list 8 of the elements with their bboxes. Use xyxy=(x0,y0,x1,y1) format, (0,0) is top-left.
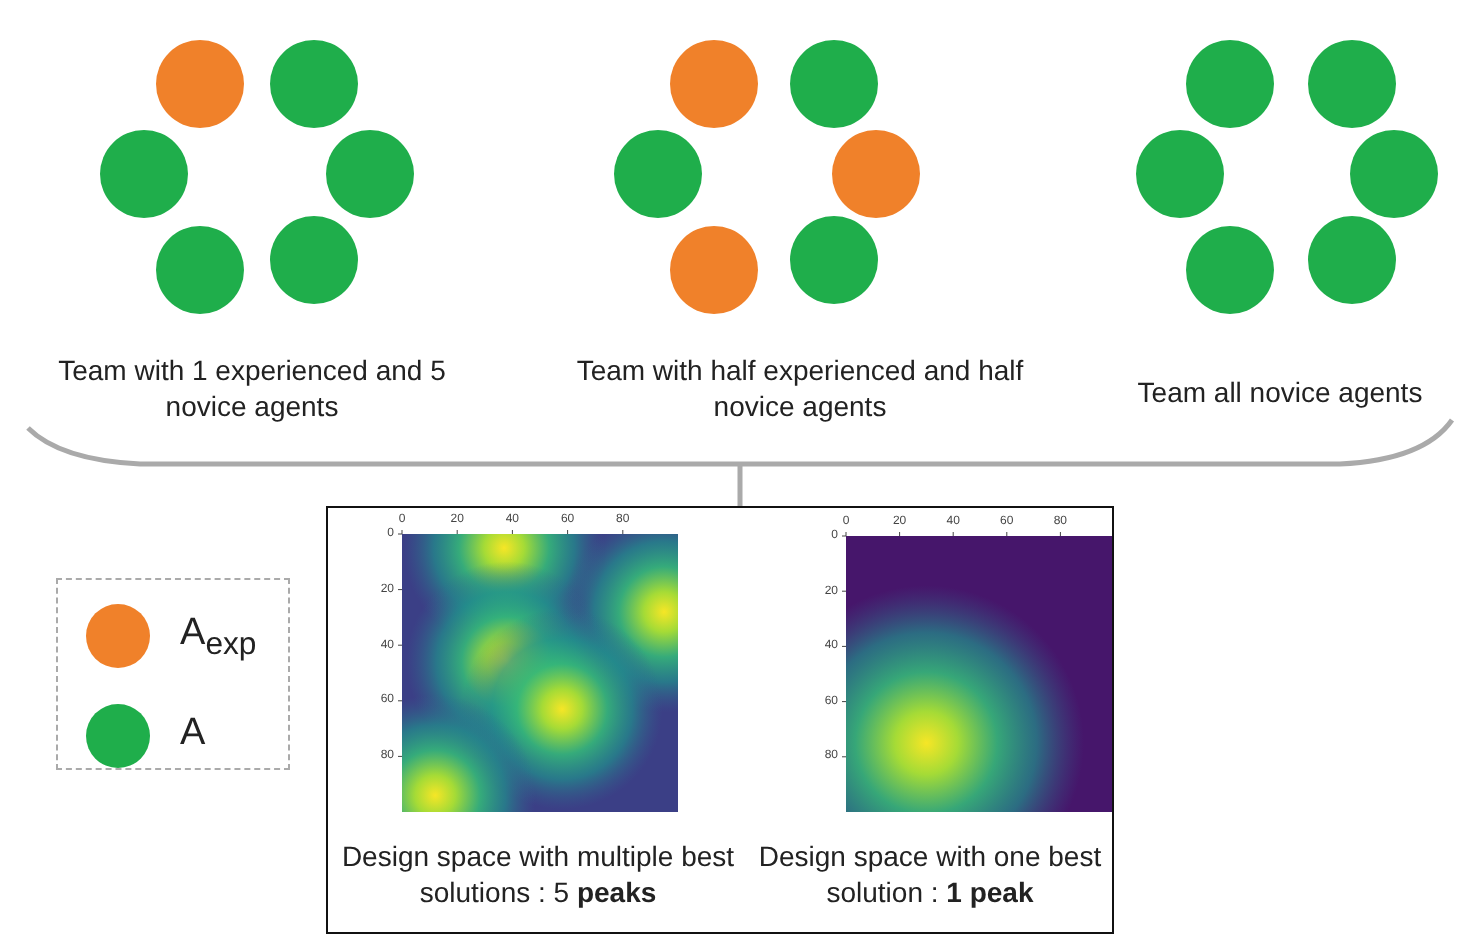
team-caption: Team all novice agents xyxy=(1100,374,1460,410)
team-caption: Team with half experienced and half novice agents xyxy=(576,352,1024,424)
design-space-panel xyxy=(326,506,1114,934)
plot-caption: Design space with multiple best solutions : 5 peaks xyxy=(338,838,738,910)
plot-caption: Design space with one best solution : 1 peak xyxy=(744,838,1116,910)
team-caption: Team with 1 experienced and 5 novice agents xyxy=(20,352,484,424)
legend-label: A$_{exp}$ xyxy=(180,612,257,666)
legend-label: A xyxy=(180,712,206,756)
